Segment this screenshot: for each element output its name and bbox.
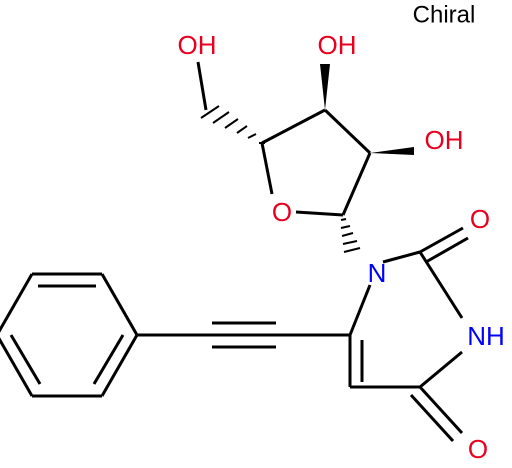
- bond-ph-6: [100, 334, 139, 397]
- bond-ph-1: [100, 273, 139, 336]
- atom-label-ch2oh: OH: [178, 30, 217, 60]
- bond-c4-o: [418, 385, 464, 435]
- bond-n1-c2: [382, 250, 421, 264]
- bond-c1-ring-o: [295, 210, 344, 217]
- wedge-bond-c2-oh: [370, 147, 414, 155]
- bond-ph-inner-2: [9, 334, 42, 385]
- atom-label-oh-right: OH: [425, 125, 464, 155]
- bond-ph-inner-3: [92, 334, 125, 385]
- bond-c2-c1: [341, 152, 372, 216]
- bond-c5-oh: [196, 61, 208, 111]
- bond-c2-o-double: [425, 236, 469, 264]
- atom-label-oh-top: OH: [318, 30, 357, 60]
- bond-ph-3: [0, 273, 34, 333]
- atom-label-nh: NH: [467, 321, 505, 351]
- bond-c3-c2: [323, 108, 372, 155]
- bond-c4-c3: [261, 108, 326, 145]
- bond-c2-o: [419, 226, 464, 254]
- atom-label-o-c4: O: [468, 434, 488, 464]
- bond-ring-o-c4: [260, 142, 274, 195]
- chiral-label: Chiral: [413, 2, 476, 29]
- bond-ph-4: [0, 337, 34, 397]
- atom-label-o-c2: O: [470, 204, 490, 234]
- bond-c4-o-double: [409, 393, 455, 443]
- bond-c6-n1: [348, 284, 372, 336]
- bond-n3-c4: [419, 350, 463, 389]
- hashed-bond-c4-c5: [200, 105, 265, 144]
- hashed-bond-c1-n1: [340, 218, 361, 253]
- atom-label-n1: N: [368, 258, 387, 288]
- wedge-bond-c3-oh: [320, 64, 330, 110]
- atom-label-ring-o: O: [272, 197, 292, 227]
